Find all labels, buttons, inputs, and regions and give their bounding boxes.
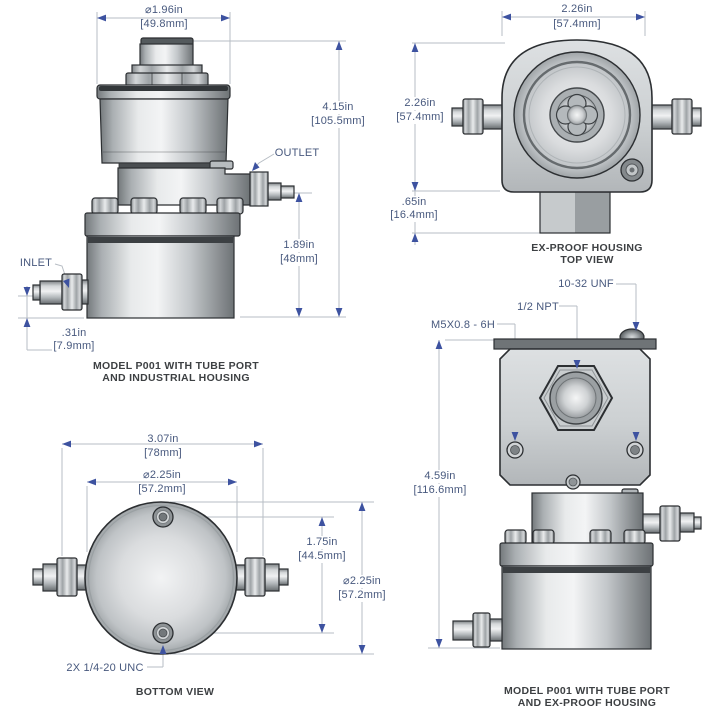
- dim-outlet-height-in: 1.89in: [281, 239, 317, 252]
- dim-top-width-in: 2.26in: [561, 3, 593, 15]
- dim-height-in: 4.15in: [320, 101, 356, 114]
- outlet-fitting: [249, 171, 295, 207]
- dimension-arrows: [62, 440, 366, 654]
- connector: [125, 37, 209, 87]
- inlet-fitting: [32, 273, 89, 311]
- dim-height-mm: [105.5mm]: [309, 115, 367, 128]
- outlet-fitting: [642, 505, 702, 542]
- dim-top-width-mm: [57.4mm]: [551, 18, 603, 31]
- dim-exproof-height-in: 4.59in: [422, 470, 458, 483]
- face-screw: [620, 158, 644, 182]
- inlet-fitting: [452, 612, 503, 648]
- dim-bottom-dia2-mm: [57.2mm]: [336, 589, 388, 602]
- dimension-arrows: [435, 322, 640, 648]
- exproof-housing-face: [501, 39, 653, 193]
- outlet-fitting: [232, 557, 289, 597]
- motor-housing: [96, 84, 231, 169]
- caption-exproof-side-line2: AND EX-PROOF HOUSING: [517, 697, 657, 709]
- dim-bottom-width-in: 3.07in: [147, 433, 179, 445]
- vent-thread-label: 10-32 UNF: [558, 278, 614, 290]
- m5-thread-label: M5X0.8 - 6H: [431, 319, 495, 331]
- dim-diameter-mm: [49.8mm]: [140, 18, 188, 30]
- conduit-bracket: [539, 191, 611, 234]
- mount-thread-label: 2X 1/4-20 UNC: [66, 662, 144, 674]
- dim-bottom-width-mm: [78mm]: [144, 447, 182, 459]
- dim-bottom-dia-in: ⌀2.25in: [143, 469, 181, 481]
- dim-boss-in: .65in: [399, 196, 429, 209]
- caption-exproof-side-line1: MODEL P001 WITH TUBE PORT: [504, 685, 670, 697]
- dimension-arrows: [23, 14, 343, 327]
- side-fitting-left: [451, 98, 504, 135]
- inlet-fitting: [32, 557, 88, 597]
- dim-inlet-offset-mm: [7.9mm]: [53, 340, 95, 352]
- dim-boss-mm: [16.4mm]: [388, 209, 440, 222]
- mounting-hole-top: [152, 506, 174, 528]
- dim-hole-spacing-mm: [44.5mm]: [296, 550, 348, 563]
- exproof-side-view-drawing: [428, 283, 702, 650]
- pump-base: [84, 197, 244, 319]
- side-fitting-right: [650, 98, 702, 135]
- dim-hole-spacing-in: 1.75in: [304, 536, 340, 549]
- pump-base: [499, 529, 654, 650]
- caption-bottom-view: BOTTOM VIEW: [135, 686, 215, 698]
- outlet-label: OUTLET: [274, 147, 320, 159]
- dim-exproof-height-mm: [116.6mm]: [411, 484, 469, 497]
- side-view-industrial-drawing: [18, 12, 346, 351]
- exproof-housing: [493, 338, 657, 490]
- dim-bottom-dia2-in: ⌀2.25in: [341, 575, 383, 588]
- clover-knob: [555, 93, 599, 137]
- mounting-hole-bottom: [152, 622, 174, 644]
- conduit-thread-label: 1/2 NPT: [517, 301, 559, 313]
- dimension-arrows: [411, 13, 645, 242]
- dim-inlet-offset-in: .31in: [61, 327, 87, 339]
- dim-bottom-dia-mm: [57.2mm]: [138, 483, 186, 495]
- caption-industrial-line2: AND INDUSTRIAL HOUSING: [102, 372, 250, 384]
- dim-diameter-in: ⌀1.96in: [145, 4, 183, 16]
- dimension-lines: [412, 11, 646, 245]
- inlet-label: INLET: [19, 257, 53, 269]
- dim-top-depth-in: 2.26in: [402, 97, 438, 110]
- exproof-top-view-drawing: [411, 11, 702, 245]
- dim-top-depth-mm: [57.4mm]: [394, 111, 446, 124]
- caption-industrial-line1: MODEL P001 WITH TUBE PORT: [93, 360, 259, 372]
- dim-outlet-height-mm: [48mm]: [278, 253, 320, 266]
- caption-exproof-top-line2: TOP VIEW: [560, 254, 614, 266]
- caption-exproof-top-line1: EX-PROOF HOUSING: [531, 242, 643, 254]
- bottom-view-drawing: [32, 440, 374, 668]
- valve-body: [117, 160, 251, 206]
